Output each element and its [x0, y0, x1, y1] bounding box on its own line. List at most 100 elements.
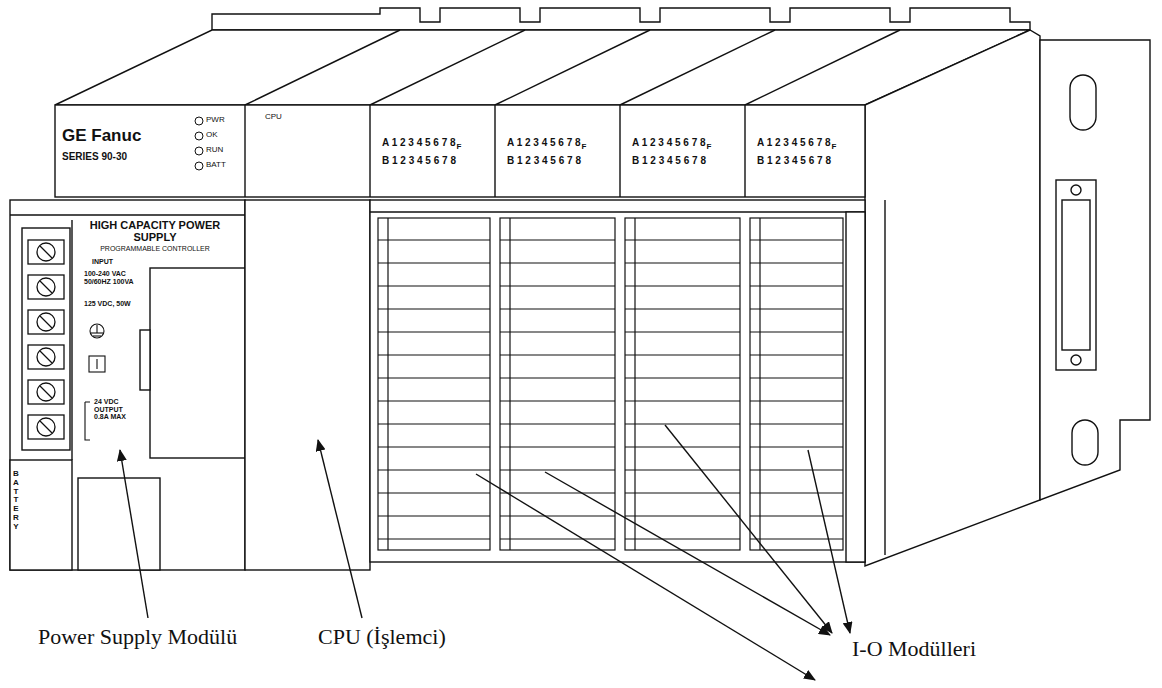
io-slat	[500, 515, 615, 516]
terminal	[28, 345, 64, 369]
module-label: CPU	[265, 113, 282, 122]
terminal	[28, 275, 64, 299]
io-slat-frame	[625, 218, 740, 550]
callout-label: Power Supply Modülü	[36, 624, 239, 650]
io-slat	[750, 423, 843, 424]
io-slat	[378, 423, 490, 424]
io-slat	[378, 239, 490, 240]
io-slat	[625, 538, 740, 539]
rating-text: 100-240 VAC 50/60HZ 100VA	[84, 270, 146, 285]
io-slat	[750, 331, 843, 332]
io-slat	[378, 538, 490, 539]
io-slat	[625, 331, 740, 332]
cpu-module: CPU	[245, 105, 370, 570]
io-slat	[500, 239, 615, 240]
led-label: RUN	[206, 146, 223, 155]
channel-row: A 1 2 3 4 5 6 7 8	[507, 137, 581, 148]
terminal	[28, 310, 64, 334]
io-slat	[378, 262, 490, 263]
io-slat	[378, 492, 490, 493]
terminal-heading: INPUT	[92, 258, 113, 266]
io-slat	[750, 400, 843, 401]
screw-slot	[40, 246, 52, 258]
channel-row: B 1 2 3 4 5 6 7 8	[382, 155, 456, 166]
io-slat	[750, 354, 843, 355]
io-slat	[625, 308, 740, 309]
io-slat	[625, 492, 740, 493]
power-supply-module: GE FanucSERIES 90-30 PWR OK RUN BATT HIGH CAP…	[10, 105, 245, 570]
screw-slot	[40, 421, 52, 433]
led-label: OK	[206, 131, 218, 140]
terminal-screw	[37, 348, 55, 366]
io-slat	[378, 400, 490, 401]
terminal	[28, 415, 64, 439]
io-slat	[378, 331, 490, 332]
terminal-screw	[37, 418, 55, 436]
screw-slot	[40, 281, 52, 293]
io-slat	[625, 239, 740, 240]
channel-row: A 1 2 3 4 5 6 7 8	[632, 137, 706, 148]
io-slat	[378, 308, 490, 309]
io-slat	[378, 515, 490, 516]
brand-name: GE Fanuc	[62, 127, 141, 146]
io-slat	[750, 285, 843, 286]
io-slat	[625, 469, 740, 470]
io-slat	[378, 377, 490, 378]
io-slat	[500, 469, 615, 470]
io-slat	[378, 446, 490, 447]
fuse-indicator: F	[582, 143, 587, 152]
screw-slot	[40, 316, 52, 328]
terminal	[28, 380, 64, 404]
fuse-indicator: F	[707, 143, 712, 152]
module-title: HIGH CAPACITY POWER SUPPLY	[80, 219, 230, 243]
io-slat	[750, 492, 843, 493]
io-slat	[750, 308, 843, 309]
screw-slot	[40, 351, 52, 363]
io-slat	[500, 285, 615, 286]
output-rating: 24 VDC OUTPUT 0.8A MAX	[94, 398, 138, 421]
terminal	[28, 240, 64, 264]
channel-row: B 1 2 3 4 5 6 7 8	[507, 155, 581, 166]
series-name: SERIES 90-30	[62, 151, 127, 162]
terminal-screw	[37, 313, 55, 331]
io-slat	[625, 377, 740, 378]
io-slat	[625, 262, 740, 263]
terminal-screw	[37, 278, 55, 296]
io-slat	[378, 469, 490, 470]
io-slat	[500, 446, 615, 447]
channel-row: A 1 2 3 4 5 6 7 8	[382, 137, 456, 148]
io-slat	[750, 262, 843, 263]
io-slat	[500, 538, 615, 539]
io-slat	[750, 446, 843, 447]
io-slat	[500, 308, 615, 309]
io-slat	[750, 239, 843, 240]
io-slat	[500, 400, 615, 401]
channel-row: A 1 2 3 4 5 6 7 8	[757, 137, 831, 148]
io-module: A 1 2 3 4 5 6 7 8FB 1 2 3 4 5 6 7 8	[495, 105, 620, 197]
led-label: BATT	[206, 161, 226, 170]
terminal-screw	[37, 383, 55, 401]
io-module: A 1 2 3 4 5 6 7 8FB 1 2 3 4 5 6 7 8	[745, 105, 865, 197]
io-slat	[500, 354, 615, 355]
io-module: A 1 2 3 4 5 6 7 8FB 1 2 3 4 5 6 7 8	[620, 105, 745, 197]
io-slat	[500, 331, 615, 332]
rating-text: 125 VDC, 50W	[84, 300, 146, 308]
channel-row: B 1 2 3 4 5 6 7 8	[757, 155, 831, 166]
io-module: A 1 2 3 4 5 6 7 8FB 1 2 3 4 5 6 7 8	[370, 105, 495, 197]
fuse-indicator: F	[457, 143, 462, 152]
io-slat	[500, 377, 615, 378]
io-slat	[625, 354, 740, 355]
io-slat	[378, 354, 490, 355]
io-slat	[750, 377, 843, 378]
channel-row: B 1 2 3 4 5 6 7 8	[632, 155, 706, 166]
io-slat	[625, 423, 740, 424]
io-slat	[500, 262, 615, 263]
io-slat-frame	[378, 218, 490, 550]
fuse-indicator: F	[832, 143, 837, 152]
io-slat-edge	[387, 218, 388, 550]
io-slat-frame	[500, 218, 615, 550]
led-label: PWR	[206, 116, 225, 125]
io-slat	[750, 515, 843, 516]
io-slat-edge	[759, 218, 760, 550]
